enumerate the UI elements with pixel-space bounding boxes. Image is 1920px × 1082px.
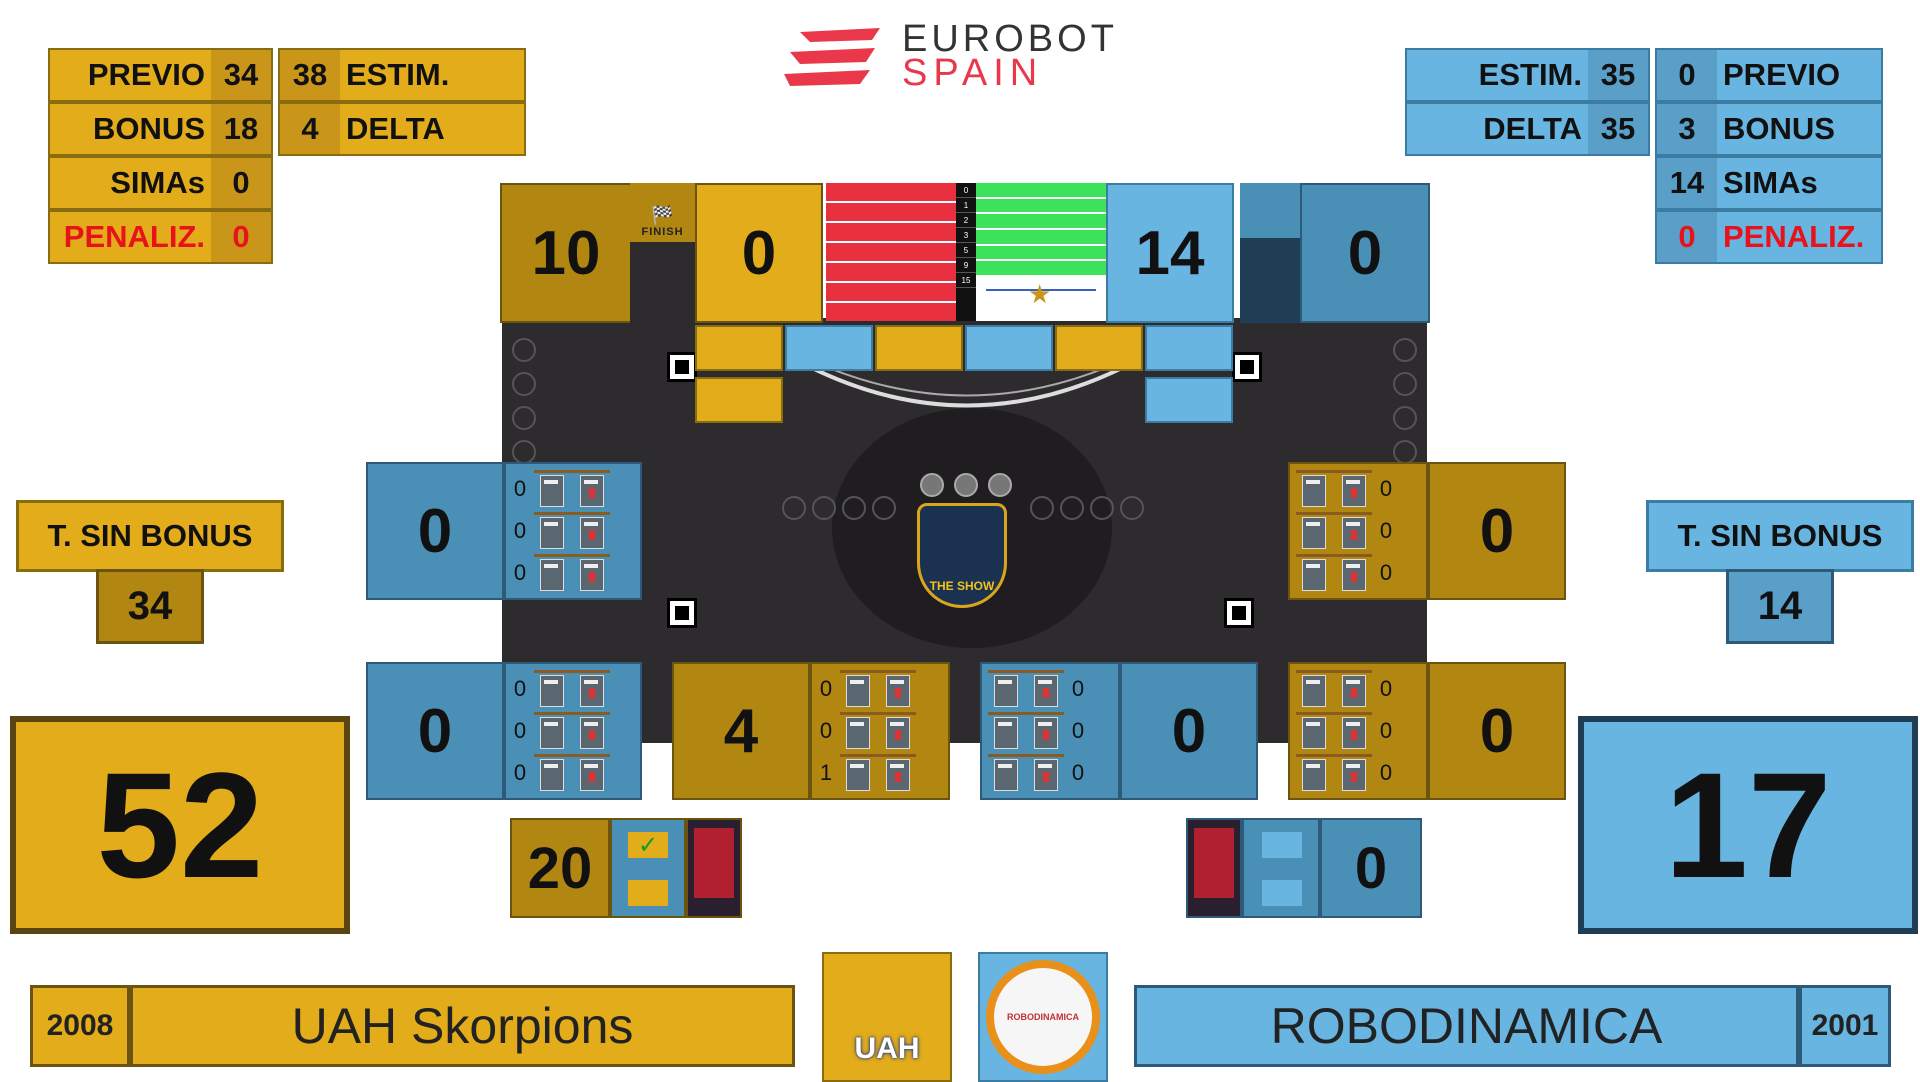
- blue-area-score: 14: [1106, 183, 1234, 323]
- eurobot-swoosh-icon: [784, 28, 880, 86]
- zone-left-upper-rack: 0 0 0: [504, 462, 642, 600]
- right-circles: [1393, 338, 1417, 464]
- blue-team-year: 2001: [1799, 985, 1891, 1067]
- status-slot: [1262, 880, 1302, 906]
- plank-blue: [785, 325, 873, 371]
- blue-total-score: 17: [1578, 716, 1918, 934]
- plank-yellow: [1055, 325, 1143, 371]
- game-board: THE SHOW: [502, 318, 1427, 743]
- zone-right-upper-rack: 0 0 0: [1288, 462, 1428, 600]
- blue-stats-table: 0 PREVIO 3 BONUS 14 SIMAs 0 PENALIZ.: [1655, 48, 1883, 264]
- center-circles-right: [1030, 496, 1144, 520]
- yellow-show-status: ✓: [610, 818, 686, 918]
- aruco-marker: [1224, 598, 1254, 628]
- plank-yellow: [875, 325, 963, 371]
- yellow-sin-bonus-label: T. SIN BONUS: [16, 500, 284, 572]
- the-show-logo: THE SHOW: [917, 503, 1007, 608]
- plank-blue: [965, 325, 1053, 371]
- blue-show-status: [1242, 818, 1320, 918]
- status-slot: [1262, 832, 1302, 858]
- plank-yellow: [695, 377, 783, 423]
- blue-stat-bonus: 3 BONUS: [1655, 102, 1883, 156]
- eurobot-logo: EUROBOT SPAIN: [780, 18, 1160, 94]
- zone-left-upper-score: 0: [366, 462, 504, 600]
- status-slot: [628, 880, 668, 906]
- zone-left-lower-rack: 0 0 0: [504, 662, 642, 800]
- yellow-finish-flag: 🏁 FINISH: [630, 183, 695, 323]
- checkered-flag-icon: 🏁: [651, 205, 674, 225]
- yellow-stat-penaliz: PENALIZ. 0: [48, 210, 273, 264]
- show-card-icon: [686, 818, 742, 918]
- blue-sin-bonus-label: T. SIN BONUS: [1646, 500, 1914, 572]
- yellow-team-name: UAH Skorpions: [130, 985, 795, 1067]
- blue-show-score: 0: [1320, 818, 1422, 918]
- show-card-icon: [1186, 818, 1242, 918]
- yellow-counter-bar: [826, 183, 956, 321]
- yellow-stat-estim: 38 ESTIM.: [278, 48, 526, 102]
- blue-stat-simas: 14 SIMAs: [1655, 156, 1883, 210]
- yellow-estim-table: 38 ESTIM. 4 DELTA: [278, 48, 526, 156]
- yellow-stat-delta: 4 DELTA: [278, 102, 526, 156]
- center-circles-left: [782, 496, 896, 520]
- sponsor-icons: [920, 473, 1012, 497]
- blue-stat-penaliz: 0 PENALIZ.: [1655, 210, 1883, 264]
- yellow-stat-previo: PREVIO 34: [48, 48, 273, 102]
- zone-right-upper-score: 0: [1428, 462, 1566, 600]
- yellow-area-score: 0: [695, 183, 823, 323]
- zone-right-lower-rack: 0 0 0: [1288, 662, 1428, 800]
- logo-line1: EUROBOT: [902, 18, 1118, 60]
- aruco-marker: [667, 598, 697, 628]
- yellow-finish-score: 10: [500, 183, 630, 323]
- zone-center-left-score: 4: [672, 662, 810, 800]
- yellow-stats-table: PREVIO 34 BONUS 18 SIMAs 0 PENALIZ. 0: [48, 48, 273, 264]
- yellow-show-score: 20: [510, 818, 610, 918]
- robodinamica-team-logo: ROBODINAMICA: [978, 952, 1108, 1082]
- zone-center-left-rack: 0 0 1: [810, 662, 950, 800]
- blue-stat-previo: 0 PREVIO: [1655, 48, 1883, 102]
- blue-sin-bonus-value: 14: [1726, 569, 1834, 644]
- zone-left-lower-score: 0: [366, 662, 504, 800]
- uah-team-logo: UAH: [822, 952, 952, 1082]
- yellow-stat-bonus: BONUS 18: [48, 102, 273, 156]
- board-stage-arc: [801, 361, 1133, 408]
- blue-stat-estim: ESTIM. 35: [1405, 48, 1650, 102]
- blue-counter-bar: ★: [976, 183, 1106, 321]
- star-icon: ★: [1028, 279, 1052, 309]
- blue-estim-table: ESTIM. 35 DELTA 35: [1405, 48, 1650, 156]
- plank-yellow: [695, 325, 783, 371]
- left-circles: [512, 338, 536, 464]
- plank-blue: [1145, 325, 1233, 371]
- check-icon: ✓: [628, 832, 668, 859]
- zone-center-right-score: 0: [1120, 662, 1258, 800]
- aruco-marker: [667, 352, 697, 382]
- logo-line2: SPAIN: [902, 52, 1044, 94]
- yellow-team-year: 2008: [30, 985, 130, 1067]
- yellow-sin-bonus-value: 34: [96, 569, 204, 644]
- blue-stat-delta: DELTA 35: [1405, 102, 1650, 156]
- yellow-stat-simas: SIMAs 0: [48, 156, 273, 210]
- zone-center-right-rack: 0 0 0: [980, 662, 1120, 800]
- zone-right-lower-score: 0: [1428, 662, 1566, 800]
- aruco-marker: [1232, 352, 1262, 382]
- blue-finish-zone: [1240, 183, 1300, 323]
- yellow-total-score: 52: [10, 716, 350, 934]
- blue-team-name: ROBODINAMICA: [1134, 985, 1799, 1067]
- plank-blue: [1145, 377, 1233, 423]
- blue-corner-score: 0: [1300, 183, 1430, 323]
- counter-ladder: 0 1 2 3 5 9 15: [956, 183, 976, 321]
